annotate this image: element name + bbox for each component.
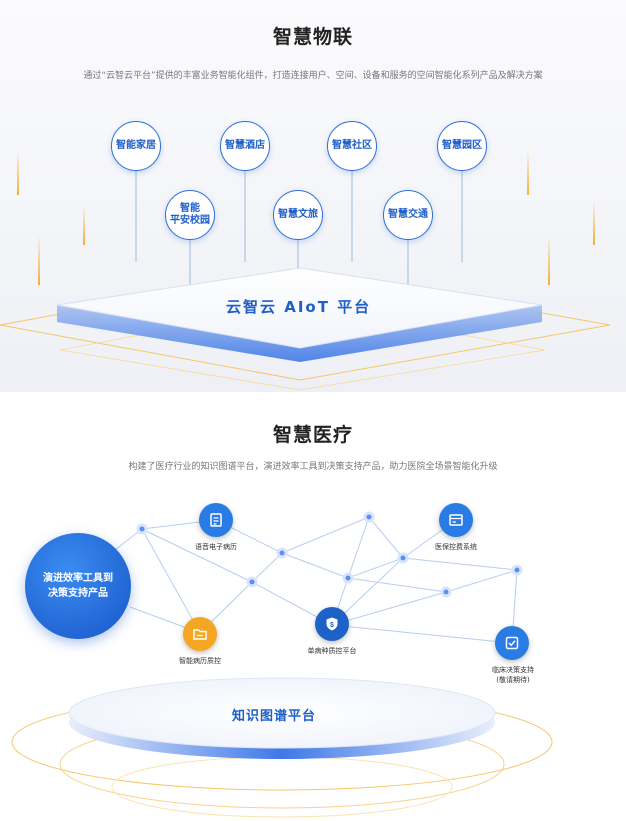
iot-item-smart-home: 智能家居 (111, 121, 161, 171)
beam-decor (527, 150, 529, 195)
shield-icon[interactable]: $ (315, 607, 349, 641)
graph-node (342, 572, 354, 584)
iot-item-smart-tourism: 智慧文旅 (273, 190, 323, 240)
iot-diagram (0, 150, 611, 391)
iot-section: 智慧物联 通过“云智云平台”提供的丰富业务智能化组件，打造连接用户、空间、设备和… (0, 0, 626, 392)
node-label-clinical-decision: 临床决策支持 (敬请期待) (492, 666, 534, 684)
beam-decor (593, 200, 595, 245)
iot-item-smart-hotel: 智慧酒店 (220, 121, 270, 171)
node-label-insurance: 医保控费系统 (435, 543, 477, 551)
graph-node (440, 586, 452, 598)
graph-node (397, 552, 409, 564)
platform-disk-top (68, 677, 496, 749)
knowledge-graph (11, 511, 553, 818)
graph-node (136, 523, 148, 535)
kg-platform-label: 知识图谱平台 (232, 709, 317, 724)
platform-top (56, 267, 543, 349)
iot-item-safe-campus: 智能 平安校园 (165, 190, 215, 240)
card-icon[interactable] (439, 503, 473, 537)
node-label-emr-qc: 智能病历质控 (179, 657, 221, 665)
decision-support-circle: 演进效率工具到 决策支持产品 (25, 533, 131, 639)
decision-icon[interactable] (495, 626, 529, 660)
graph-node (276, 547, 288, 559)
iot-item-smart-traffic: 智慧交通 (383, 190, 433, 240)
node-label-single-disease: 单病种质控平台 (307, 647, 357, 655)
iot-subtitle: 通过“云智云平台”提供的丰富业务智能化组件，打造连接用户、空间、设备和服务的空间… (83, 71, 543, 81)
iot-platform-label: 云智云 AIoT 平台 (226, 298, 372, 316)
graph-node (363, 511, 375, 523)
iot-item-smart-park: 智慧园区 (437, 121, 487, 171)
beam-decor (38, 235, 40, 285)
medical-title: 智慧医疗 (272, 424, 353, 446)
beam-decor (83, 205, 85, 245)
iot-item-smart-community: 智慧社区 (327, 121, 377, 171)
medical-subtitle: 构建了医疗行业的知识图谱平台，演进效率工具到决策支持产品，助力医院全场景智能化升… (128, 462, 498, 472)
svg-text:$: $ (330, 622, 334, 629)
iot-title: 智慧物联 (272, 26, 353, 48)
medical-section: 智慧医疗 构建了医疗行业的知识图谱平台，演进效率工具到决策支持产品，助力医院全场… (0, 392, 626, 821)
graph-node (511, 564, 523, 576)
document-icon[interactable] (199, 503, 233, 537)
folder-icon[interactable] (183, 617, 217, 651)
beam-decor (17, 150, 19, 195)
beam-decor (548, 235, 550, 285)
node-label-voice-emr: 语音电子病历 (195, 543, 237, 551)
graph-node (246, 576, 258, 588)
